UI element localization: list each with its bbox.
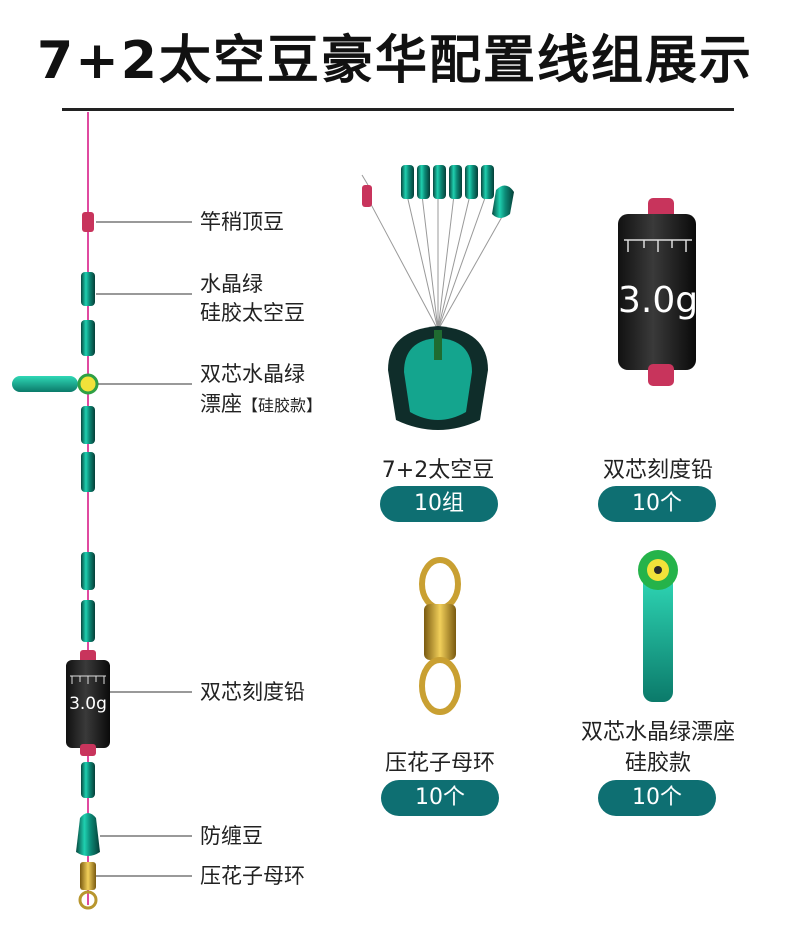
crystal-bead bbox=[81, 272, 95, 306]
float-seat-product-image bbox=[638, 550, 678, 702]
sinker-body bbox=[66, 660, 110, 748]
label-top-bead: 竿稍顶豆 bbox=[200, 210, 284, 234]
product-name-sub: 硅胶款 bbox=[624, 751, 691, 776]
product-qty-badge: 10个 bbox=[598, 780, 716, 816]
float-seat-arm bbox=[12, 376, 78, 392]
space-bead-set-image bbox=[361, 165, 514, 430]
swivel-product-image bbox=[419, 557, 461, 715]
crystal-bead bbox=[81, 406, 95, 444]
label-swivel: 压花子母环 bbox=[200, 864, 305, 888]
title-divider bbox=[62, 108, 734, 111]
label-anti-tangle: 防缠豆 bbox=[200, 824, 263, 848]
label-float-seat-1: 双芯水晶绿 bbox=[200, 362, 305, 386]
label-float-seat-2a: 漂座 bbox=[200, 392, 242, 416]
product-name: 双芯水晶绿漂座 bbox=[580, 720, 735, 745]
rig-sinker-mark: 3.0g bbox=[69, 694, 107, 714]
swivel-ring bbox=[78, 890, 98, 910]
label-float-seat-2: 漂座【硅胶款】 bbox=[200, 390, 322, 420]
label-crystal-bead-2: 硅胶太空豆 bbox=[200, 301, 305, 325]
product-name: 双芯刻度铅 bbox=[602, 458, 713, 483]
product-name: 压花子母环 bbox=[384, 751, 495, 776]
crystal-bead bbox=[81, 762, 95, 798]
crystal-bead bbox=[81, 320, 95, 356]
label-sinker: 双芯刻度铅 bbox=[200, 680, 305, 704]
label-float-seat-2b: 【硅胶款】 bbox=[242, 396, 323, 415]
page-title: 7+2太空豆豪华配置线组展示 bbox=[37, 31, 753, 91]
float-seat-ring bbox=[77, 373, 99, 395]
sinker-product-image bbox=[618, 198, 696, 386]
label-crystal-bead-1: 水晶绿 bbox=[200, 272, 263, 296]
anti-tangle-bead bbox=[76, 813, 100, 856]
product-qty-badge: 10组 bbox=[380, 486, 498, 522]
sinker-cap bbox=[80, 744, 96, 756]
crystal-bead bbox=[81, 600, 95, 642]
product-qty-badge: 10个 bbox=[598, 486, 716, 522]
crystal-bead bbox=[81, 552, 95, 590]
crystal-bead bbox=[81, 452, 95, 492]
top-bead bbox=[82, 212, 94, 232]
product-name: 7+2太空豆 bbox=[381, 458, 495, 483]
swivel-barrel bbox=[80, 862, 96, 890]
product-qty-badge: 10个 bbox=[381, 780, 499, 816]
sinker-product-mark: 3.0g bbox=[618, 280, 699, 321]
